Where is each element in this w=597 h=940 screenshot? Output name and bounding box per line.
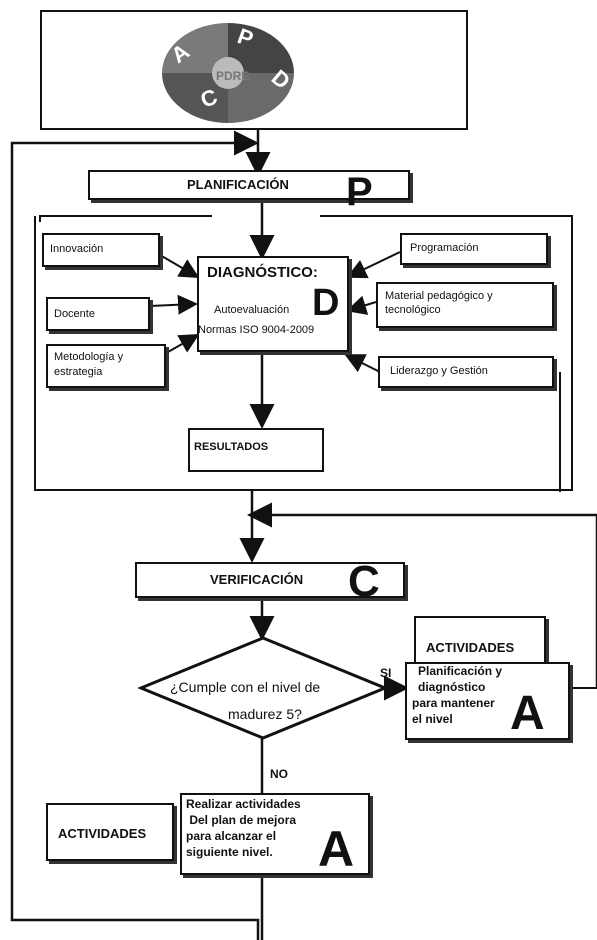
input-leadership-box bbox=[378, 356, 554, 388]
planning-box bbox=[88, 170, 410, 200]
activities-no-letter: A bbox=[318, 821, 355, 877]
verification-label: VERIFICACIÓN bbox=[210, 572, 304, 587]
input-teacher-label: Docente bbox=[54, 308, 95, 320]
input-teacher-box bbox=[46, 297, 150, 331]
verification-letter: C bbox=[348, 557, 380, 606]
input-method-label: Metodología y estrategia bbox=[54, 351, 124, 378]
input-material-label: Material pedagógico y tecnológico bbox=[385, 290, 493, 316]
input-leadership-label: Liderazgo y Gestión bbox=[390, 365, 488, 377]
decision-line1: ¿Cumple con el nivel de bbox=[170, 679, 321, 695]
activities-yes-box bbox=[405, 662, 570, 740]
input-programming-label: Programación bbox=[410, 242, 479, 254]
diagnostic-line1: Autoevaluación bbox=[214, 304, 290, 316]
activities-no-line3: para alcanzar el bbox=[186, 829, 277, 843]
activities-no-title-box bbox=[46, 803, 174, 861]
activities-yes-title: ACTIVIDADES bbox=[426, 640, 515, 655]
activities-no-line4: siguiente nivel. bbox=[186, 845, 273, 859]
input-programming-box bbox=[400, 233, 548, 265]
decision-no-label: NO bbox=[270, 767, 288, 781]
planning-label: PLANIFICACIÓN bbox=[187, 177, 289, 192]
diagnostic-title: DIAGNÓSTICO: bbox=[207, 264, 318, 281]
activities-no-line2: Del plan de mejora bbox=[186, 813, 297, 827]
planning-letter: P bbox=[346, 170, 373, 214]
logo-center-text: PDRE bbox=[216, 69, 249, 83]
decision-yes-label: SI bbox=[380, 666, 392, 680]
diagnostic-line2: Normas ISO 9004-2009 bbox=[198, 324, 315, 336]
input-material-box bbox=[376, 282, 554, 328]
activities-no-box bbox=[180, 793, 370, 875]
decision-diamond bbox=[138, 636, 388, 740]
diagnostic-box bbox=[197, 256, 349, 352]
input-innovation-label: Innovación bbox=[50, 243, 104, 255]
activities-no-title: ACTIVIDADES bbox=[58, 826, 147, 841]
results-box bbox=[188, 428, 324, 472]
activities-yes-line2: diagnóstico bbox=[418, 680, 486, 694]
results-label: RESULTADOS bbox=[194, 441, 269, 453]
activities-yes-line1: Planificación y bbox=[418, 664, 503, 678]
activities-yes-line4: el nivel bbox=[412, 712, 453, 726]
verification-box bbox=[135, 562, 405, 598]
activities-yes-line3: para mantener bbox=[412, 696, 495, 710]
pdca-puzzle-logo: P D C A PDRE bbox=[162, 23, 295, 123]
input-method-box bbox=[46, 344, 166, 388]
diagnostic-letter: D bbox=[312, 282, 340, 324]
activities-yes-letter: A bbox=[510, 687, 545, 740]
decision-line2: madurez 5? bbox=[228, 706, 302, 722]
activities-no-line1: Realizar actividades bbox=[186, 797, 301, 811]
input-innovation-box bbox=[42, 233, 160, 267]
